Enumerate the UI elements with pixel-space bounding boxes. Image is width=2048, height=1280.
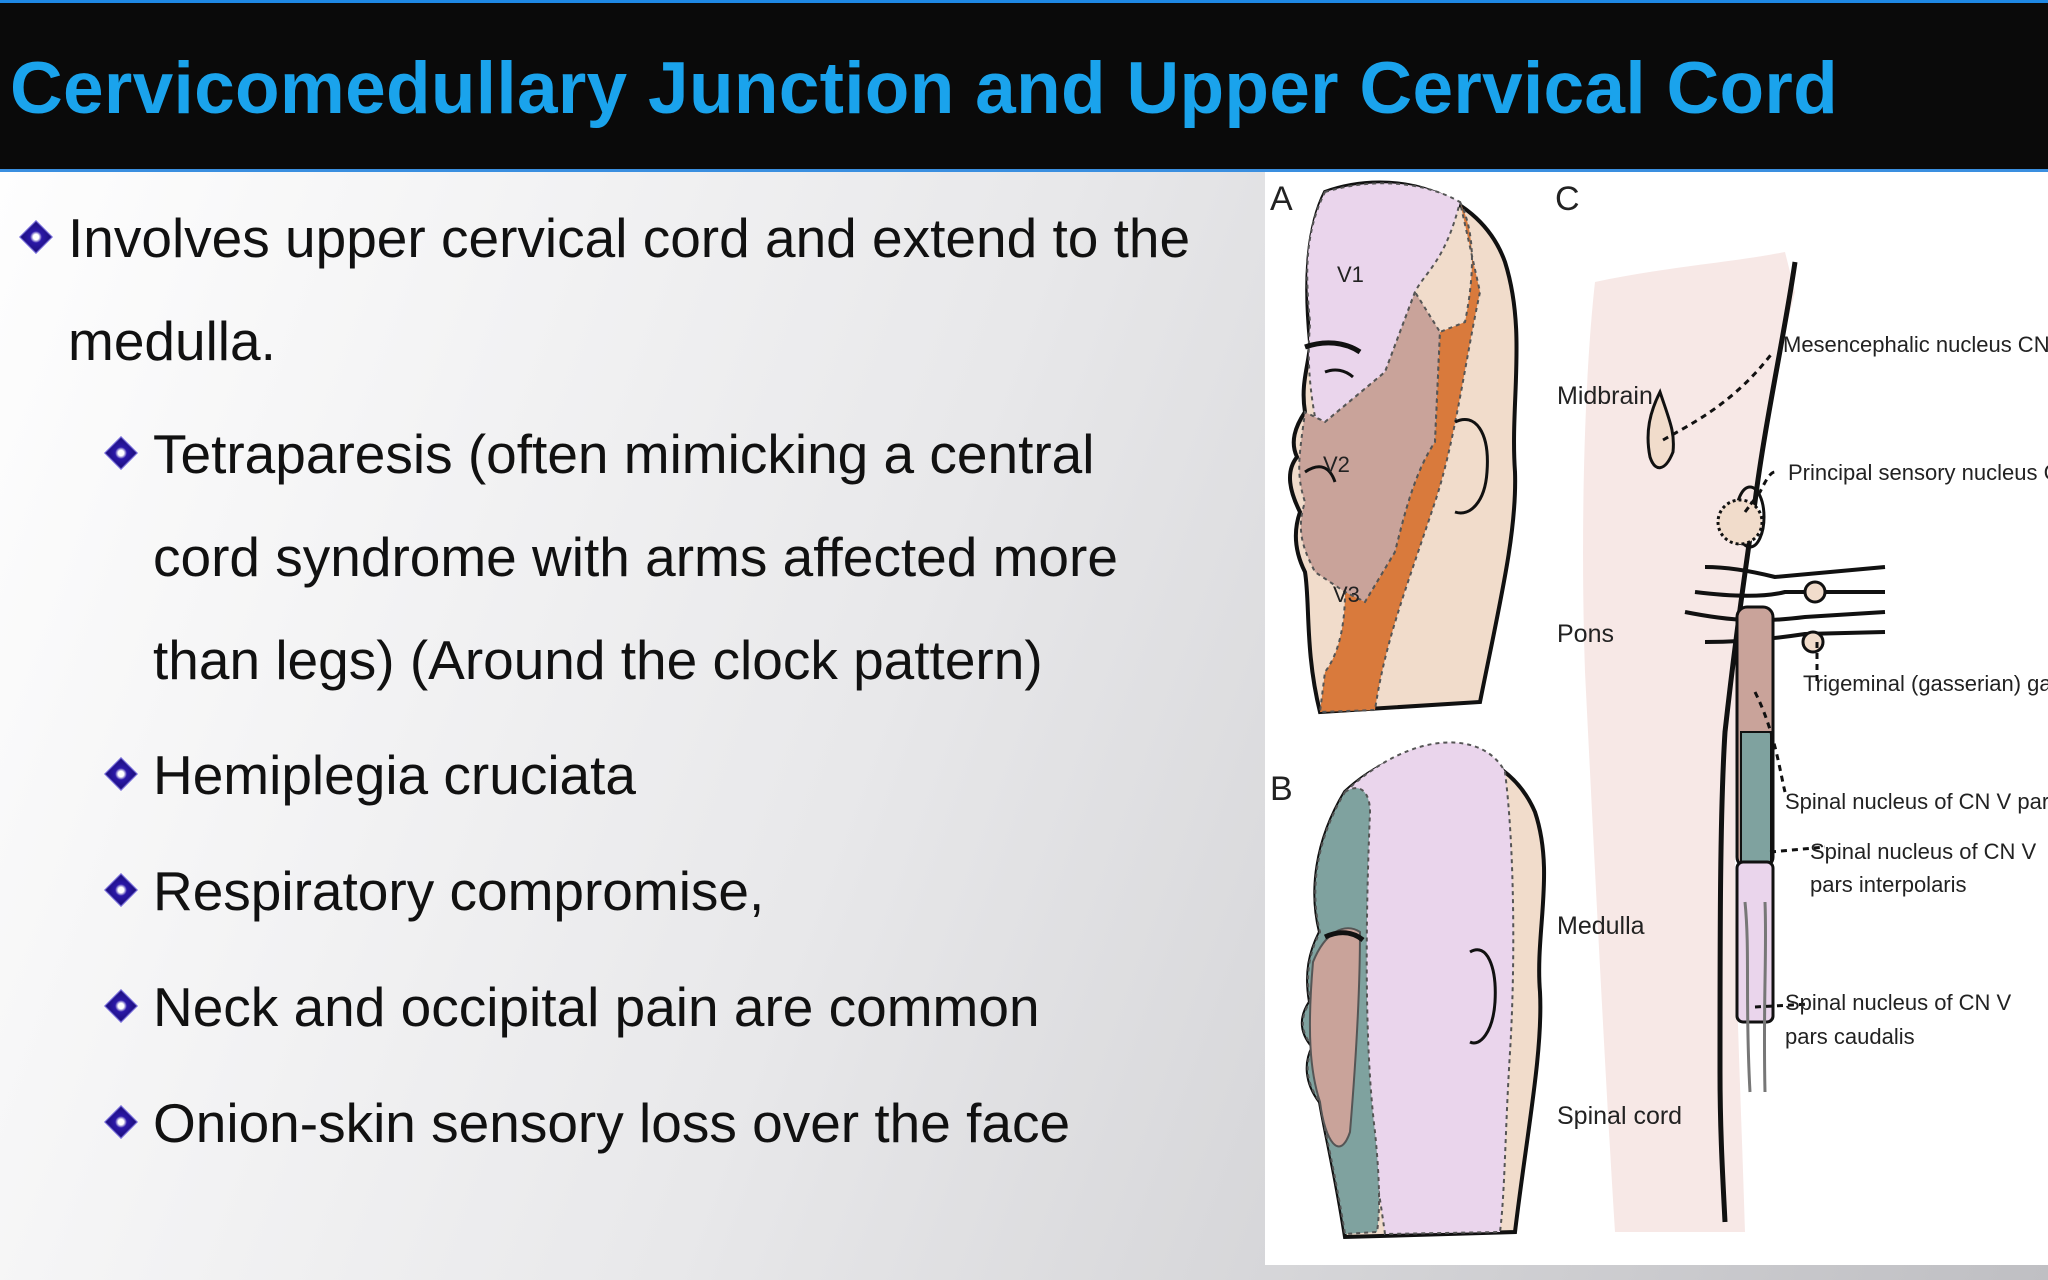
- label-pars-interpolaris-line2: pars interpolaris: [1810, 872, 1967, 897]
- label-midbrain: Midbrain: [1557, 382, 1653, 410]
- trigeminal-diagram: V1 V2 V3 A B C: [1270, 180, 2048, 1240]
- label-v3: V3: [1333, 582, 1360, 607]
- bullet-diamond-icon: [104, 873, 138, 907]
- sub-bullet-neck-pain: Neck and occipital pain are common: [153, 976, 1040, 1038]
- bullet-main-line2: medulla.: [68, 310, 276, 372]
- label-medulla: Medulla: [1557, 912, 1645, 940]
- panel-a-label: A: [1270, 180, 1293, 218]
- head-b-illustration: [1300, 741, 1547, 1240]
- label-v2: V2: [1323, 452, 1350, 477]
- label-pons: Pons: [1557, 620, 1614, 648]
- slide-title: Cervicomedullary Junction and Upper Cerv…: [10, 48, 1839, 129]
- panel-c-label: C: [1555, 180, 1580, 218]
- label-v1: V1: [1337, 262, 1364, 287]
- title-bar: Cervicomedullary Junction and Upper Cerv…: [0, 0, 2048, 172]
- sub-bullet-onion-skin: Onion-skin sensory loss over the face: [153, 1092, 1071, 1154]
- bullet-diamond-icon: [104, 436, 138, 470]
- sub-bullet-respiratory: Respiratory compromise,: [153, 860, 765, 922]
- label-pars-caudalis-line1: Spinal nucleus of CN V: [1785, 990, 2012, 1015]
- sub-bullet-tetraparesis-line3: than legs) (Around the clock pattern): [153, 629, 1043, 691]
- bullet-diamond-icon: [104, 989, 138, 1023]
- bullet-list: Involves upper cervical cord and extend …: [0, 172, 1260, 1280]
- label-pars-oralis: Spinal nucleus of CN V pars oralis: [1785, 789, 2048, 814]
- label-trigeminal-ganglia: Trigeminal (gasserian) ganglia: [1803, 671, 2048, 696]
- sub-bullet-tetraparesis-line2: cord syndrome with arms affected more: [153, 526, 1118, 588]
- bullet-diamond-icon: [104, 757, 138, 791]
- label-principal-sensory-nucleus: Principal sensory nucleus CN V: [1788, 460, 2048, 485]
- label-spinal-cord: Spinal cord: [1557, 1102, 1682, 1130]
- brainstem-illustration: [1583, 252, 1886, 1232]
- bullet-main-line1: Involves upper cervical cord and extend …: [68, 207, 1191, 269]
- trigeminal-figure: V1 V2 V3 A B C: [1265, 172, 2048, 1265]
- sub-bullet-hemiplegia: Hemiplegia cruciata: [153, 744, 636, 806]
- sub-bullet-tetraparesis-line1: Tetraparesis (often mimicking a central: [153, 423, 1095, 485]
- label-mesencephalic-nucleus: Mesencephalic nucleus CN V: [1783, 332, 2048, 357]
- label-pars-caudalis-line2: pars caudalis: [1785, 1024, 1915, 1049]
- head-a-illustration: V1 V2 V3: [1288, 180, 1519, 715]
- bullet-diamond-icon: [19, 220, 53, 254]
- panel-b-label: B: [1270, 770, 1293, 808]
- label-pars-interpolaris-line1: Spinal nucleus of CN V: [1810, 839, 2037, 864]
- bullet-diamond-icon: [104, 1105, 138, 1139]
